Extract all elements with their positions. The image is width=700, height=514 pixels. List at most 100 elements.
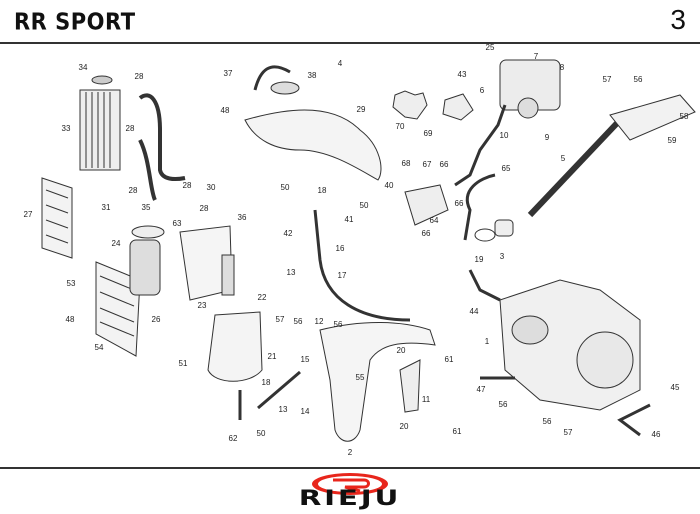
fuel-cap [270,81,300,95]
part-callout-48: 48 [221,106,230,115]
part-callout-25: 25 [486,43,495,52]
part-callout-15: 15 [301,355,310,364]
part-callout-57: 57 [276,315,285,324]
part-callout-43: 43 [458,70,467,79]
part-callout-42: 42 [284,229,293,238]
part-callout-20: 20 [400,422,409,431]
part-callout-56: 56 [543,417,552,426]
part-callout-24: 24 [112,239,121,248]
part-callout-10: 10 [500,131,509,140]
part-callout-26: 26 [152,315,161,324]
part-callout-59: 59 [668,136,677,145]
part-callout-11: 11 [422,395,431,404]
part-callout-40: 40 [385,181,394,190]
silencer-pipe [527,117,623,218]
oil-line [257,370,301,410]
part-callout-28: 28 [126,124,135,133]
intake-clamp [517,97,539,119]
radiator-grille-upper [41,177,73,259]
part-callout-46: 46 [652,430,661,439]
gear-lever [617,403,651,437]
reed-valve [404,184,449,226]
part-callout-51: 51 [179,359,188,368]
part-callout-5: 5 [561,154,566,163]
part-callout-38: 38 [308,71,317,80]
gasket-70 [392,90,428,120]
radiator-grille-lower [95,261,141,357]
part-callout-56: 56 [634,75,643,84]
air-filter-boot [129,239,161,296]
part-callout-12: 12 [315,317,324,326]
part-callout-50: 50 [360,201,369,210]
part-callout-9: 9 [545,133,550,142]
kick-lever [468,269,501,302]
part-drawings [41,59,696,442]
expansion-chamber [319,322,436,442]
part-callout-18: 18 [318,186,327,195]
part-callout-28: 28 [135,72,144,81]
fuel-line [313,209,411,322]
page-number: 3 [670,4,686,35]
footer-divider [0,467,700,469]
part-callout-37: 37 [224,69,233,78]
part-callout-56: 56 [334,320,343,329]
part-callout-19: 19 [475,255,484,264]
part-callout-28: 28 [183,181,192,190]
hose-lower [463,173,496,241]
oil-pump-cable [221,254,235,296]
part-callout-61: 61 [453,427,462,436]
part-callout-28: 28 [200,204,209,213]
part-callout-33: 33 [62,124,71,133]
part-callout-45: 45 [671,383,680,392]
model-title: RR SPORT [14,8,136,36]
hose-upper [454,104,507,187]
radiator-hose [138,93,186,181]
part-callout-4: 4 [338,59,343,68]
brand-wordmark: RIEJU [298,486,402,510]
exhaust-sleeve [494,219,514,237]
part-callout-27: 27 [24,210,33,219]
part-callout-30: 30 [207,183,216,192]
radiator [79,75,121,171]
part-callout-56: 56 [499,400,508,409]
part-callout-65: 65 [502,164,511,173]
part-callout-53: 53 [67,279,76,288]
part-callout-69: 69 [424,129,433,138]
part-callout-28: 28 [129,186,138,195]
vent-hose [253,65,291,91]
part-callout-66: 66 [440,160,449,169]
header-divider [0,42,700,44]
part-callout-23: 23 [198,301,207,310]
part-callout-66: 66 [455,199,464,208]
part-callout-57: 57 [603,75,612,84]
part-callout-70: 70 [396,122,405,131]
part-callout-58: 58 [680,112,689,121]
part-callout-35: 35 [142,203,151,212]
part-callout-31: 31 [102,203,111,212]
part-callout-13: 13 [287,268,296,277]
part-callout-36: 36 [238,213,247,222]
part-callout-66: 66 [422,229,431,238]
part-callout-2: 2 [348,448,353,457]
part-callout-56: 56 [294,317,303,326]
part-callout-29: 29 [357,105,366,114]
part-callout-41: 41 [345,215,354,224]
part-callout-8: 8 [560,63,565,72]
part-callout-6: 6 [480,86,485,95]
part-callout-62: 62 [229,434,238,443]
part-callout-16: 16 [336,244,345,253]
part-callout-20: 20 [397,346,406,355]
part-callout-61: 61 [445,355,454,364]
part-callout-21: 21 [268,352,277,361]
part-callout-44: 44 [470,307,479,316]
filter-cap [131,225,165,239]
part-callout-7: 7 [534,52,539,61]
part-callout-57: 57 [564,428,573,437]
exhaust-bracket [399,359,421,413]
part-callout-64: 64 [430,216,439,225]
engine [499,279,641,411]
part-callout-22: 22 [258,293,267,302]
part-callout-13: 13 [279,405,288,414]
